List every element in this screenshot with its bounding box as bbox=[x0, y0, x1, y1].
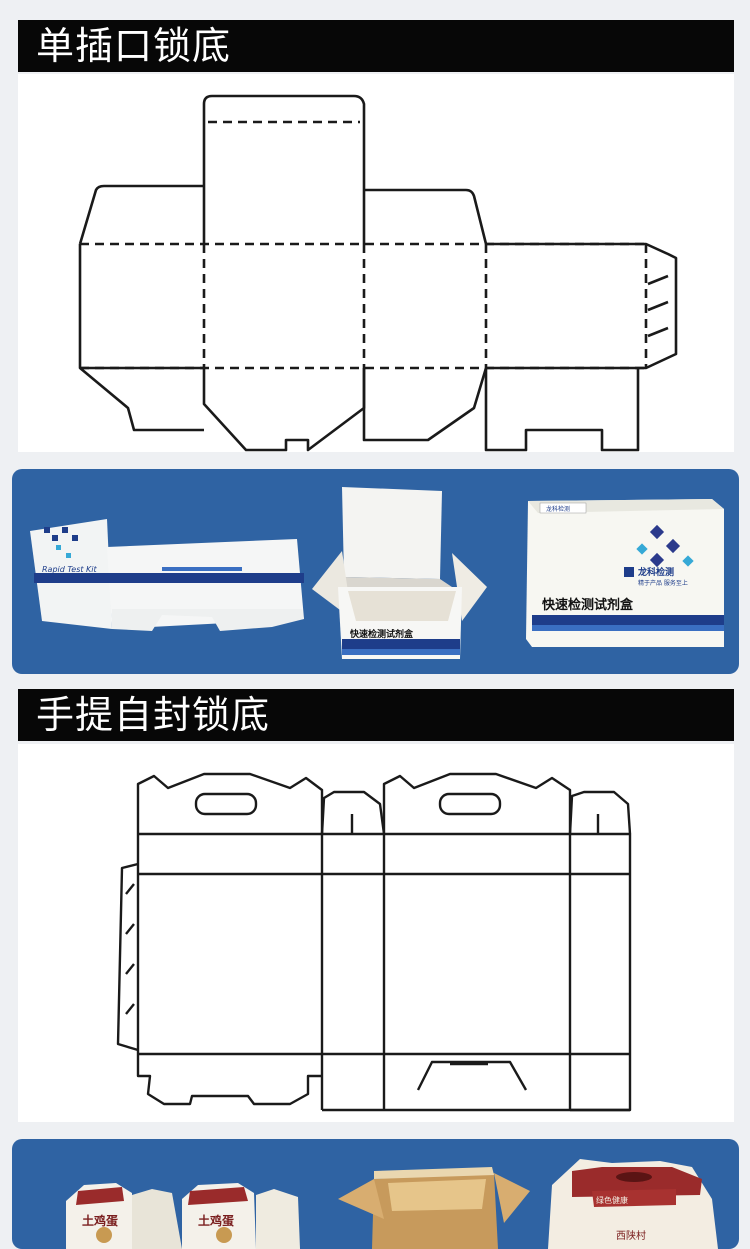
flat-kit-label: Rapid Test Kit bbox=[42, 565, 98, 574]
gift-box-label-1: 土鸡蛋 bbox=[82, 1213, 118, 1228]
closed-box-brand-main: 龙科检测 bbox=[637, 566, 674, 578]
gift-box-photo bbox=[66, 1183, 300, 1249]
side-box-slogan: 绿色健康 bbox=[596, 1195, 628, 1205]
open-box-photo bbox=[312, 487, 487, 659]
product-photo-collage: 土鸡蛋 土鸡蛋 绿色健康 西陕村 bbox=[66, 1159, 718, 1249]
photo-panel-single-tuck: Rapid Test Kit 快速检测试剂盒 bbox=[12, 469, 739, 674]
open-box-product-name: 快速检测试剂盒 bbox=[350, 628, 414, 640]
closed-box-slogan: 精于产品 服务至上 bbox=[638, 579, 688, 587]
closed-box-brand: 龙科检测 bbox=[546, 505, 570, 513]
section-title: 手提自封锁底 bbox=[36, 693, 271, 737]
gift-box-label-2: 土鸡蛋 bbox=[198, 1213, 234, 1228]
section-title: 单插口锁底 bbox=[36, 24, 232, 68]
dieline-drawing bbox=[78, 94, 678, 452]
product-photo-collage: Rapid Test Kit 快速检测试剂盒 bbox=[30, 487, 724, 659]
flat-kit-photo bbox=[30, 519, 304, 631]
kraft-box-photo bbox=[338, 1167, 530, 1249]
side-box-label: 西陕村 bbox=[616, 1229, 646, 1242]
dieline-single-tuck-lock-bottom bbox=[18, 74, 734, 452]
section-header-single-tuck: 单插口锁底 bbox=[18, 20, 734, 72]
dieline-handle-lock-bottom bbox=[18, 744, 734, 1122]
side-gift-box-photo bbox=[548, 1159, 718, 1249]
closed-box-product-name: 快速检测试剂盒 bbox=[542, 597, 634, 613]
closed-box-photo bbox=[526, 499, 724, 647]
photo-panel-handle-box: 土鸡蛋 土鸡蛋 绿色健康 西陕村 bbox=[12, 1139, 739, 1249]
dieline-drawing bbox=[116, 772, 632, 1112]
section-header-handle-lock-bottom: 手提自封锁底 bbox=[18, 689, 734, 741]
